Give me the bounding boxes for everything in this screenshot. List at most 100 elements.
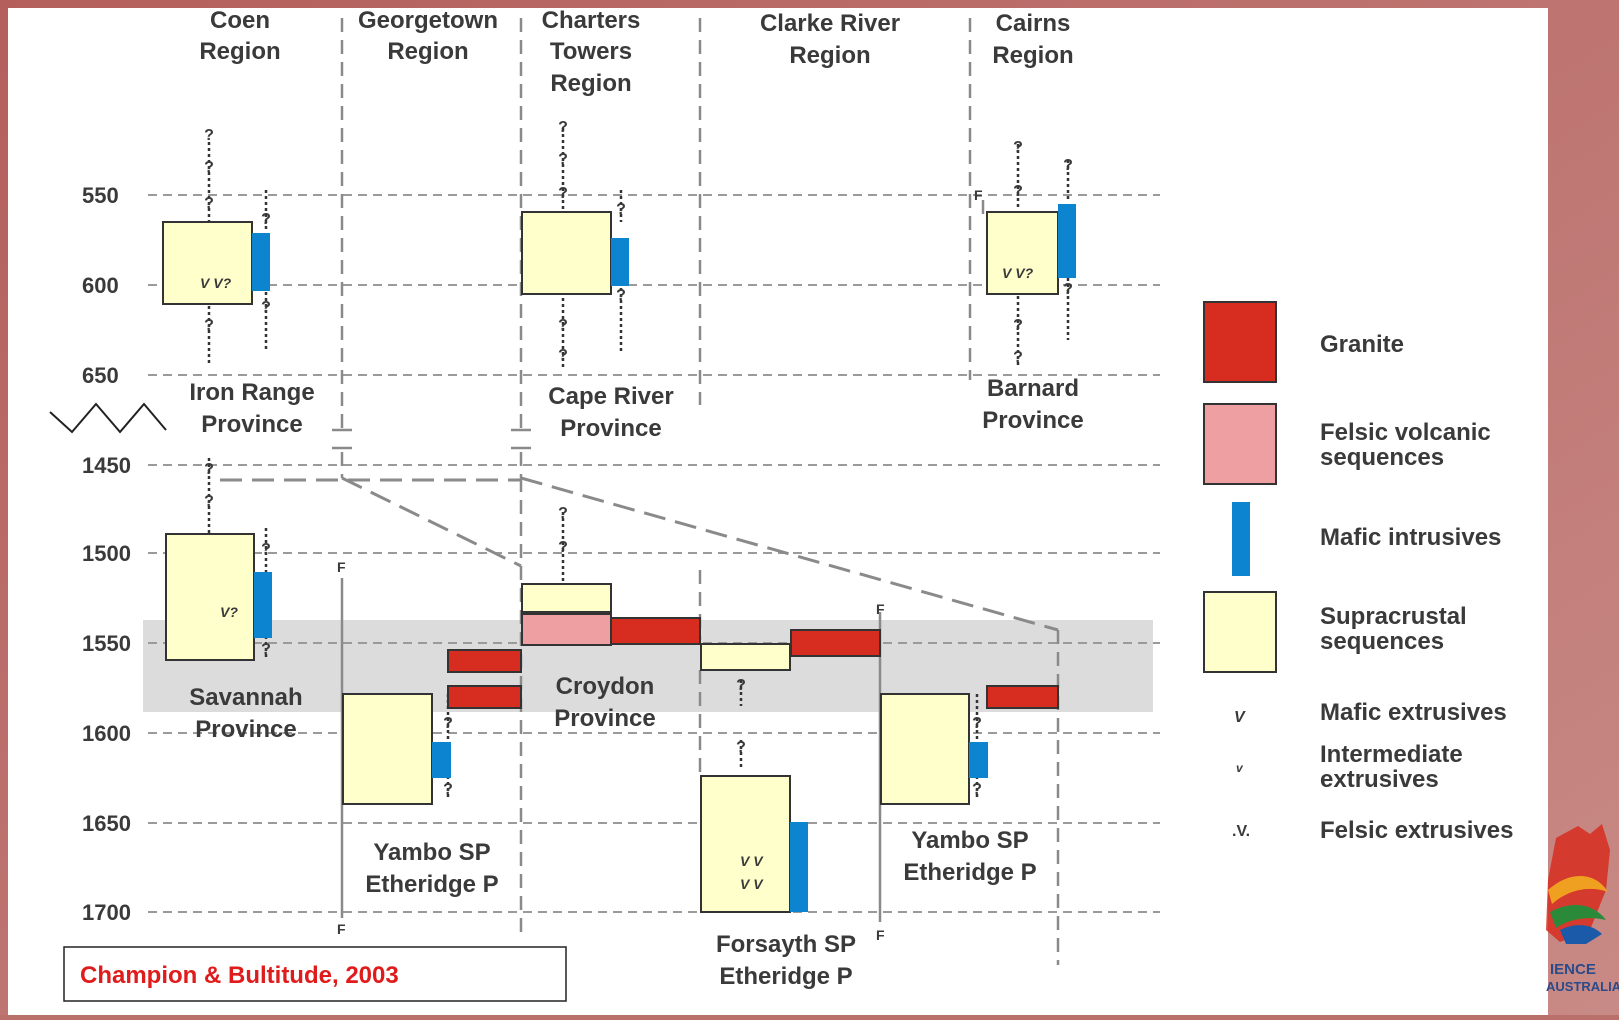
- legend-symbol: v: [1236, 761, 1244, 775]
- fault-label: F: [974, 187, 983, 203]
- question-mark: ?: [558, 119, 568, 136]
- region-name: Clarke River: [760, 10, 900, 37]
- fault-label: F: [876, 601, 885, 617]
- legend: Granite Felsic volcanic sequences Mafic …: [1203, 301, 1513, 844]
- legend-label: extrusives: [1320, 766, 1439, 793]
- question-mark: ?: [558, 505, 568, 522]
- question-mark: ?: [1013, 183, 1023, 200]
- supracrustal-box: [165, 533, 255, 661]
- question-mark: ?: [1013, 349, 1023, 366]
- province-label: Forsayth SP: [716, 931, 856, 958]
- province-label: Province: [195, 716, 296, 743]
- granite-box: [610, 617, 701, 645]
- legend-label: Supracrustal: [1320, 603, 1467, 630]
- age-label: 1700: [82, 900, 131, 925]
- supracrustal-box: [880, 693, 970, 805]
- age-label: 600: [82, 273, 119, 298]
- extrusive-symbol: V V?: [200, 275, 232, 291]
- region-name: Region: [387, 38, 468, 65]
- legend-symbol: .V.: [1232, 823, 1250, 840]
- question-mark: ?: [261, 211, 271, 228]
- province-label: Province: [201, 411, 302, 438]
- mafic-intrusive-bar: [969, 742, 988, 778]
- divider-break-ticks: [332, 428, 531, 450]
- legend-label: Felsic extrusives: [1320, 817, 1513, 844]
- extrusive-symbol: V V: [740, 853, 764, 869]
- question-mark: ?: [736, 677, 746, 694]
- province-label: Province: [982, 407, 1083, 434]
- province-label: Etheridge P: [719, 963, 852, 990]
- granite-box: [447, 685, 522, 709]
- question-mark: ?: [972, 781, 982, 798]
- age-label: 1500: [82, 541, 131, 566]
- supracrustal-box: [986, 211, 1059, 295]
- legend-label: Felsic volcanic: [1320, 419, 1491, 446]
- age-label: 650: [82, 363, 119, 388]
- supracrustal-box: [342, 693, 433, 805]
- question-mark: ?: [204, 195, 214, 212]
- province-label: Barnard: [987, 375, 1079, 402]
- legend-swatch-felsic-volcanic: [1203, 403, 1277, 485]
- question-mark: ?: [1013, 139, 1023, 156]
- fault-label: F: [876, 927, 885, 943]
- province-labels: Iron Range Province Cape River Province …: [189, 375, 1083, 990]
- region-name: Towers: [550, 38, 632, 65]
- question-mark: ?: [972, 715, 982, 732]
- legend-label: Intermediate: [1320, 741, 1463, 768]
- age-label: 1650: [82, 811, 131, 836]
- fault-label: F: [337, 559, 346, 575]
- question-mark: ?: [558, 151, 568, 168]
- extrusive-symbols: V V? V V? V? V V V V: [200, 265, 1034, 892]
- province-boundary-lines: [220, 476, 1059, 632]
- question-mark: ?: [1013, 317, 1023, 334]
- granite-units: [447, 617, 1059, 709]
- legend-swatch-granite: [1203, 301, 1277, 383]
- fault-label: F: [337, 921, 346, 937]
- province-label: Etheridge P: [365, 871, 498, 898]
- supracrustal-box: [700, 643, 791, 671]
- region-name: Region: [789, 42, 870, 69]
- legend-label: Granite: [1320, 331, 1404, 358]
- extrusive-symbol: V?: [220, 604, 238, 620]
- felsic-volcanic-box: [521, 613, 612, 646]
- province-label: Etheridge P: [903, 859, 1036, 886]
- extrusive-symbol: V V?: [1002, 265, 1034, 281]
- mafic-intrusive-bar: [611, 238, 629, 286]
- legend-swatch-supracrustal: [1203, 591, 1277, 673]
- fault-labels: F F F F F: [337, 187, 983, 943]
- question-mark: ?: [261, 641, 271, 658]
- region-name: Region: [992, 42, 1073, 69]
- question-mark: ?: [616, 201, 626, 218]
- mafic-intrusive-bar: [432, 742, 451, 778]
- question-mark: ?: [204, 493, 214, 510]
- question-marks: ? ? ? ? ? ? ? ? ? ? ? ? ? ? ? ? ? ? ? ? …: [204, 119, 1073, 798]
- citation-text: Champion & Bultitude, 2003: [80, 962, 399, 989]
- time-break-icon: [49, 402, 167, 434]
- age-label: 550: [82, 183, 119, 208]
- region-name: Georgetown: [358, 7, 498, 34]
- legend-label: Mafic intrusives: [1320, 524, 1501, 551]
- province-label: Yambo SP: [911, 827, 1028, 854]
- province-label: Province: [554, 705, 655, 732]
- legend-label: Mafic extrusives: [1320, 699, 1507, 726]
- mafic-intrusive-bar: [254, 572, 272, 638]
- question-mark: ?: [261, 299, 271, 316]
- question-mark: ?: [204, 461, 214, 478]
- mafic-intrusive-units: [252, 204, 1076, 912]
- granite-box: [790, 629, 881, 657]
- question-mark: ?: [558, 539, 568, 556]
- question-mark: ?: [261, 541, 271, 558]
- region-name: Coen: [210, 7, 270, 34]
- province-label: Savannah: [189, 684, 302, 711]
- granite-box: [986, 685, 1059, 709]
- age-label: 1600: [82, 721, 131, 746]
- question-mark: ?: [558, 185, 568, 202]
- supracrustal-box: [521, 583, 612, 613]
- uncertainty-lines: [207, 128, 1070, 800]
- logo-text: AUSTRALIA: [1546, 979, 1619, 994]
- question-mark: ?: [443, 781, 453, 798]
- question-mark: ?: [1063, 157, 1073, 174]
- question-mark: ?: [443, 715, 453, 732]
